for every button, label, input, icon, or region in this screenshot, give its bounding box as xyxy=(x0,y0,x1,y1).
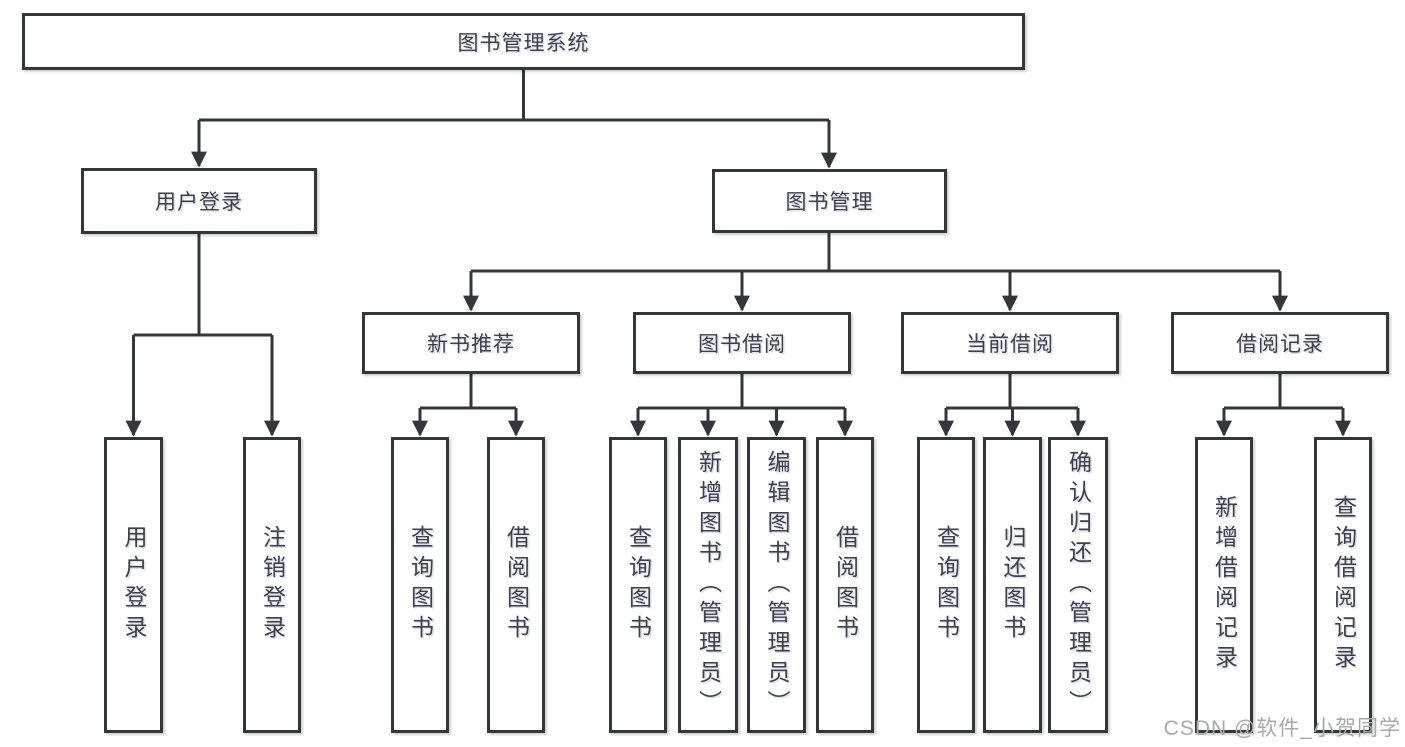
node-label: 图书借阅 xyxy=(698,333,786,356)
leaf-add-borrow-record: 新增借阅记录 xyxy=(1195,437,1253,733)
leaf-borrow-books-borrowing: 借阅图书 xyxy=(816,437,874,733)
leaf-query-books-borrowing: 查询图书 xyxy=(609,437,667,733)
leaf-query-books-recommend: 查询图书 xyxy=(391,437,449,733)
node-label: 查询图书 xyxy=(625,525,652,645)
connector-trunks xyxy=(133,70,1343,410)
node-book-borrowing: 图书借阅 xyxy=(633,312,851,374)
leaf-user-login: 用户登录 xyxy=(104,437,163,733)
node-label: 注销登录 xyxy=(259,525,286,645)
node-label: 借阅图书 xyxy=(503,525,530,645)
leaf-confirm-return-admin: 确认归还（管理员） xyxy=(1048,437,1108,733)
node-label: 借阅记录 xyxy=(1236,333,1324,356)
node-book-management: 图书管理 xyxy=(712,169,947,233)
node-label: 当前借阅 xyxy=(966,333,1054,356)
leaf-logout: 注销登录 xyxy=(243,437,301,733)
node-label: 新书推荐 xyxy=(427,333,515,356)
leaf-edit-books-admin: 编辑图书（管理员） xyxy=(747,437,806,733)
node-new-book-recommend: 新书推荐 xyxy=(362,312,580,374)
csdn-watermark: CSDN @软件_小贺同学 xyxy=(1163,717,1401,740)
node-label: 确认归还（管理员） xyxy=(1065,450,1092,720)
node-book-management-system: 图书管理系统 xyxy=(22,13,1025,70)
node-label: 归还图书 xyxy=(1000,525,1026,645)
node-label: 用户登录 xyxy=(121,525,147,645)
node-label: 图书管理 xyxy=(785,191,874,214)
node-current-borrowing: 当前借阅 xyxy=(901,312,1119,374)
leaf-query-borrow-record: 查询借阅记录 xyxy=(1314,437,1372,733)
node-user-login: 用户登录 xyxy=(81,168,317,234)
leaf-query-books-current: 查询图书 xyxy=(917,437,975,733)
node-label: 图书管理系统 xyxy=(457,31,590,55)
node-label: 新增图书（管理员） xyxy=(695,450,722,720)
leaf-return-books: 归还图书 xyxy=(983,437,1042,733)
node-label: 查询图书 xyxy=(407,525,434,645)
node-label: 查询图书 xyxy=(933,525,960,645)
connector-arrows xyxy=(125,120,1351,437)
node-label: 用户登录 xyxy=(155,191,243,214)
node-label: 借阅图书 xyxy=(832,525,859,645)
node-label: 编辑图书（管理员） xyxy=(764,450,790,720)
leaf-borrow-books-recommend: 借阅图书 xyxy=(487,437,545,733)
node-label: 新增借阅记录 xyxy=(1211,495,1238,675)
node-borrowing-records: 借阅记录 xyxy=(1171,312,1389,374)
leaf-add-books-admin: 新增图书（管理员） xyxy=(678,437,738,733)
node-label: 查询借阅记录 xyxy=(1330,495,1357,675)
